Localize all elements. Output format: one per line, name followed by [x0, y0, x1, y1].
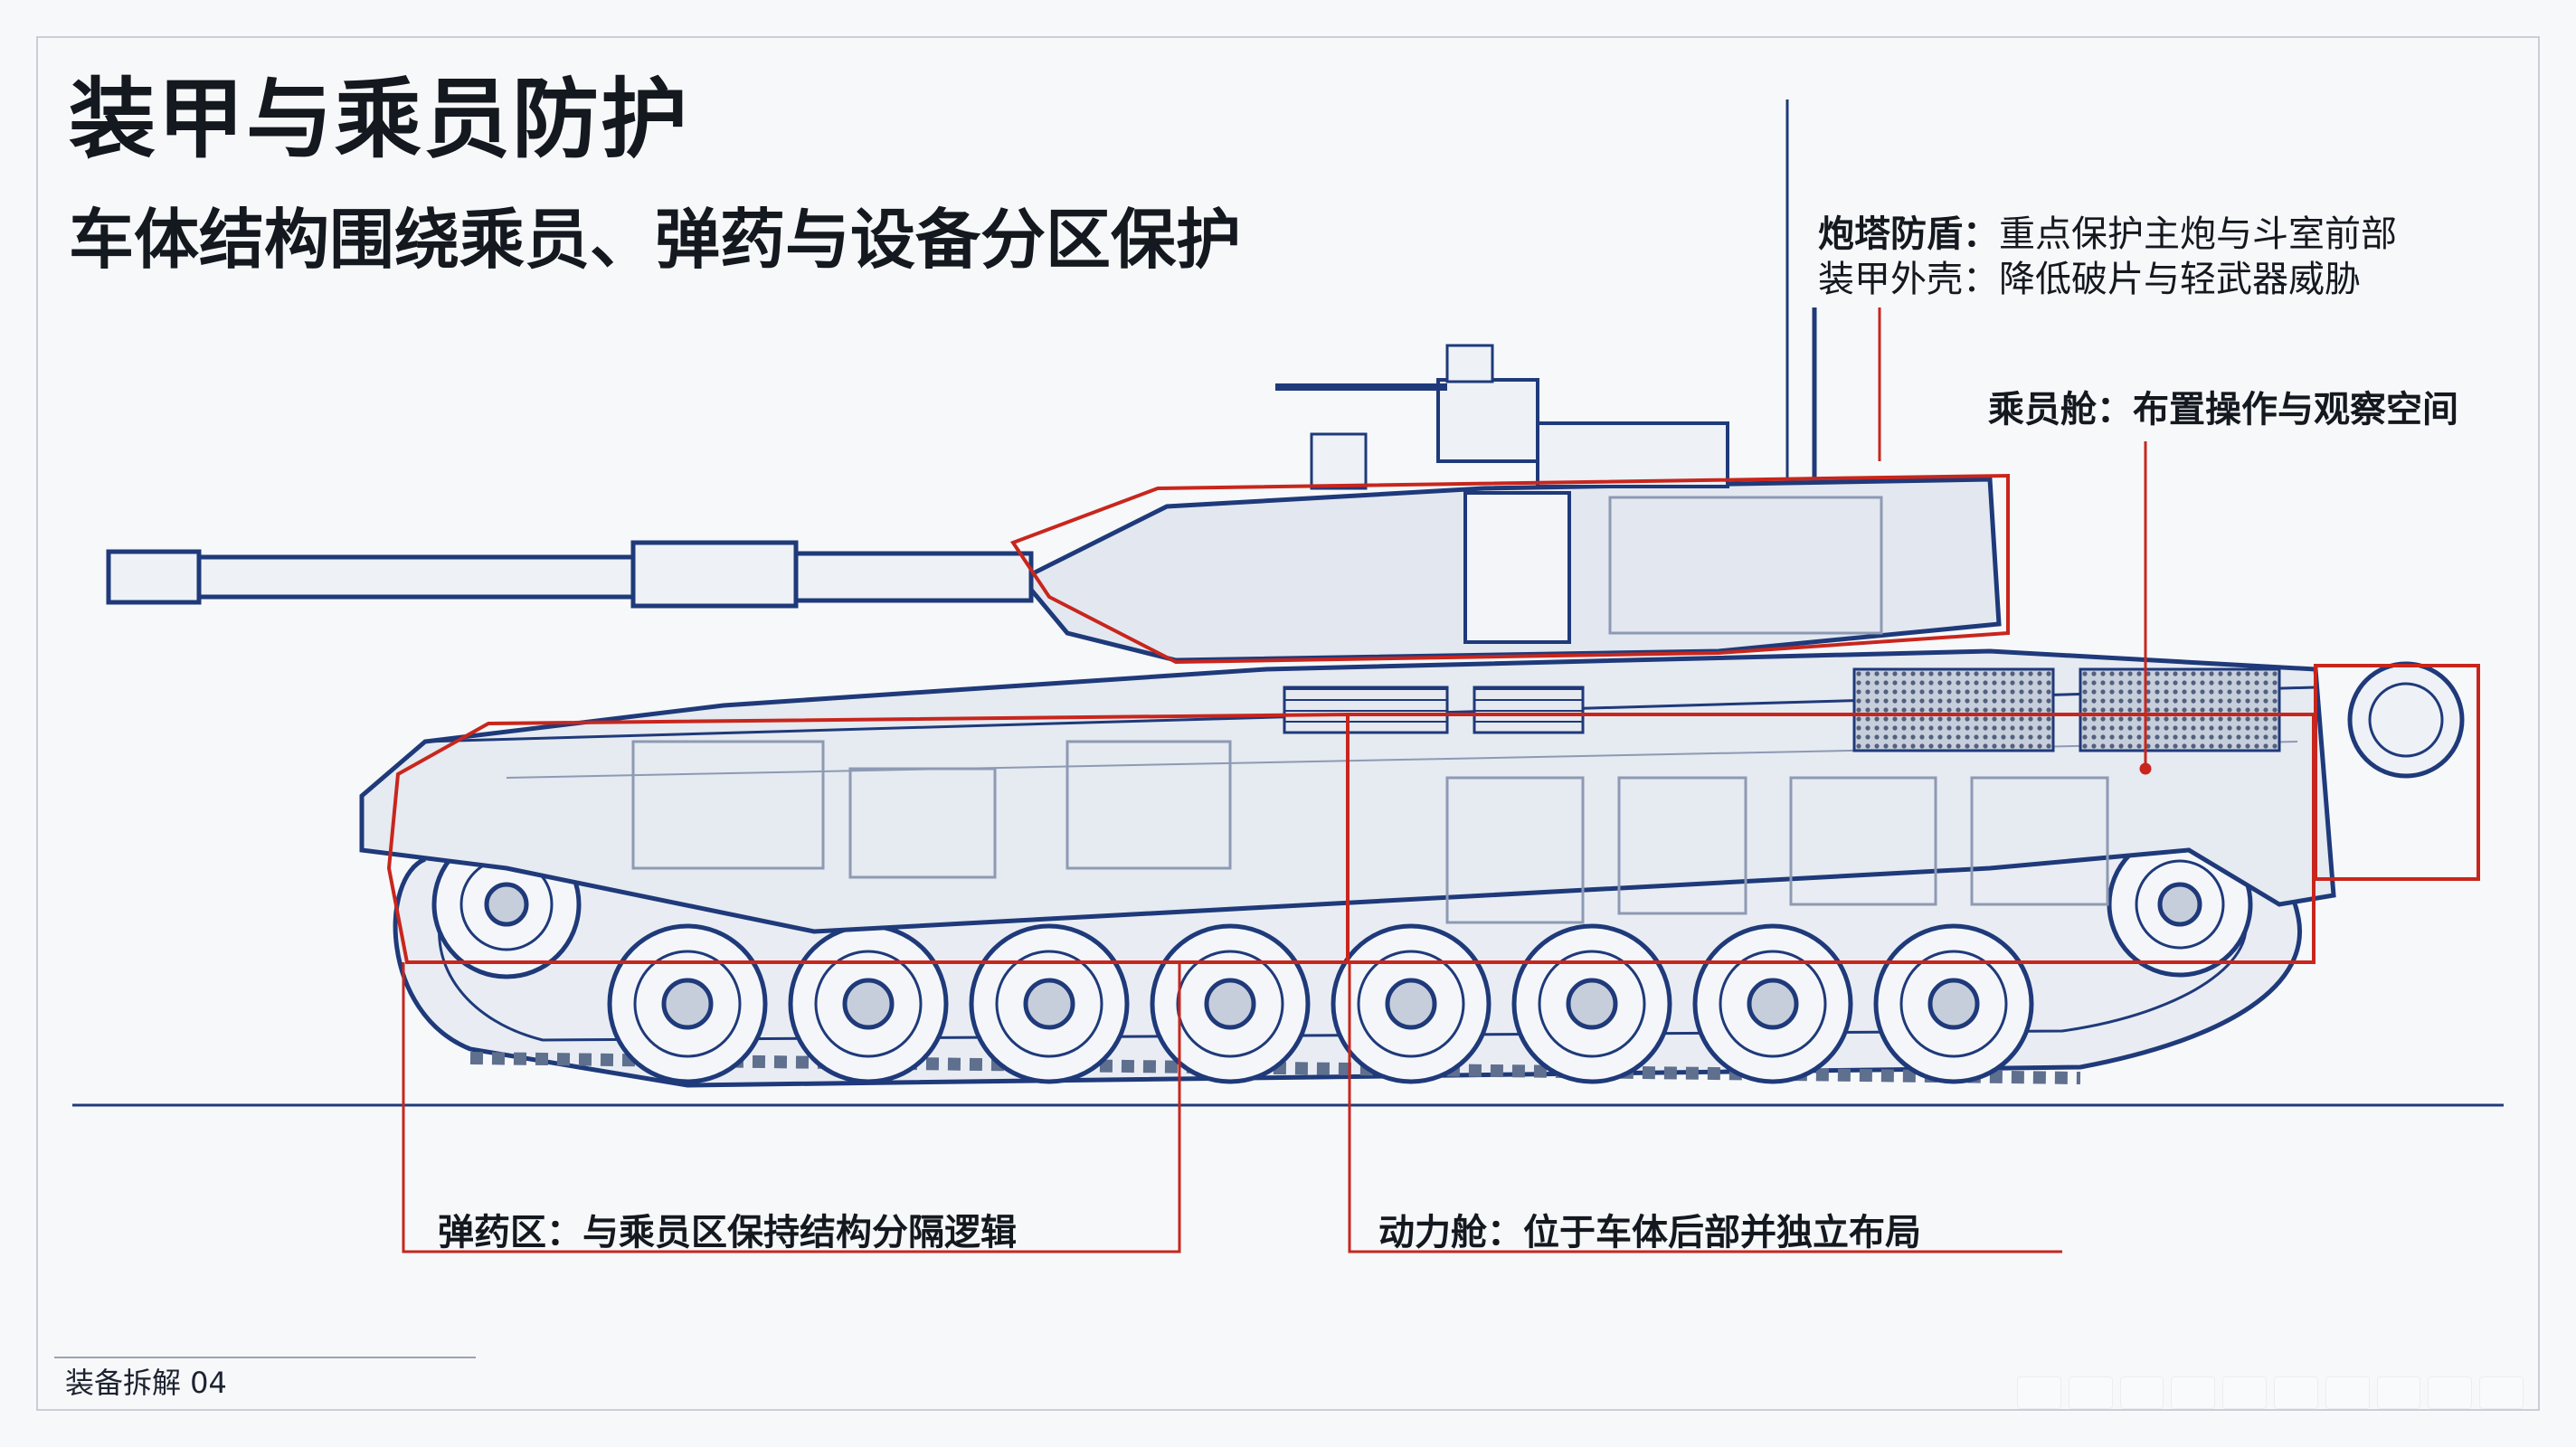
page-subtitle: 车体结构围绕乘员、弹药与设备分区保护 — [69, 202, 1242, 278]
engine-callout: 动力舱：位于车体后部并独立布局 — [1378, 1203, 1921, 1255]
crew-callout-text: 布置操作与观察空间 — [2133, 389, 2458, 430]
zone-outlines — [386, 473, 2480, 964]
footer-divider — [54, 1357, 476, 1358]
crew-callout: 乘员舱：布置操作与观察空间 — [1988, 387, 2458, 432]
armor-callout: 装甲外壳：降低破片与轻武器威胁 — [1818, 257, 2397, 302]
main-gun — [106, 540, 1034, 609]
page-title: 装甲与乘员防护 — [69, 69, 689, 170]
ammo-callout: 弹药区：与乘员区保持结构分隔逻辑 — [438, 1203, 1017, 1255]
turret-callout-text: 重点保护主炮与斗室前部 — [1999, 213, 2397, 255]
turret — [1018, 99, 2002, 663]
road-wheels — [607, 923, 2034, 1084]
ammo-callout-text: 与乘员区保持结构分隔逻辑 — [582, 1212, 1017, 1253]
page-frame — [36, 36, 2540, 1411]
engine-callout-text: 位于车体后部并独立布局 — [1523, 1212, 1921, 1253]
armor-callout-label: 装甲外壳： — [1818, 259, 1999, 300]
armor-callout-text: 降低破片与轻武器威胁 — [1999, 259, 2361, 300]
rear-zone — [2314, 664, 2480, 881]
ammo-callout-label: 弹药区： — [438, 1212, 582, 1253]
turret-callout: 炮塔防盾：重点保护主炮与斗室前部 — [1818, 212, 2397, 257]
engine-callout-label: 动力舱： — [1378, 1212, 1523, 1253]
turret-callout-label: 炮塔防盾： — [1818, 213, 1999, 255]
watermark-blocks — [2017, 1376, 2524, 1409]
turret-zone — [1009, 473, 2010, 665]
turret-armor-callouts: 炮塔防盾：重点保护主炮与斗室前部 装甲外壳：降低破片与轻武器威胁 — [1818, 212, 2397, 302]
leader-lines — [402, 307, 2152, 1253]
sprocket-wheels — [431, 829, 2253, 979]
footer-label: 装备拆解 04 — [65, 1366, 227, 1400]
crew-callout-label: 乘员舱： — [1988, 389, 2133, 430]
